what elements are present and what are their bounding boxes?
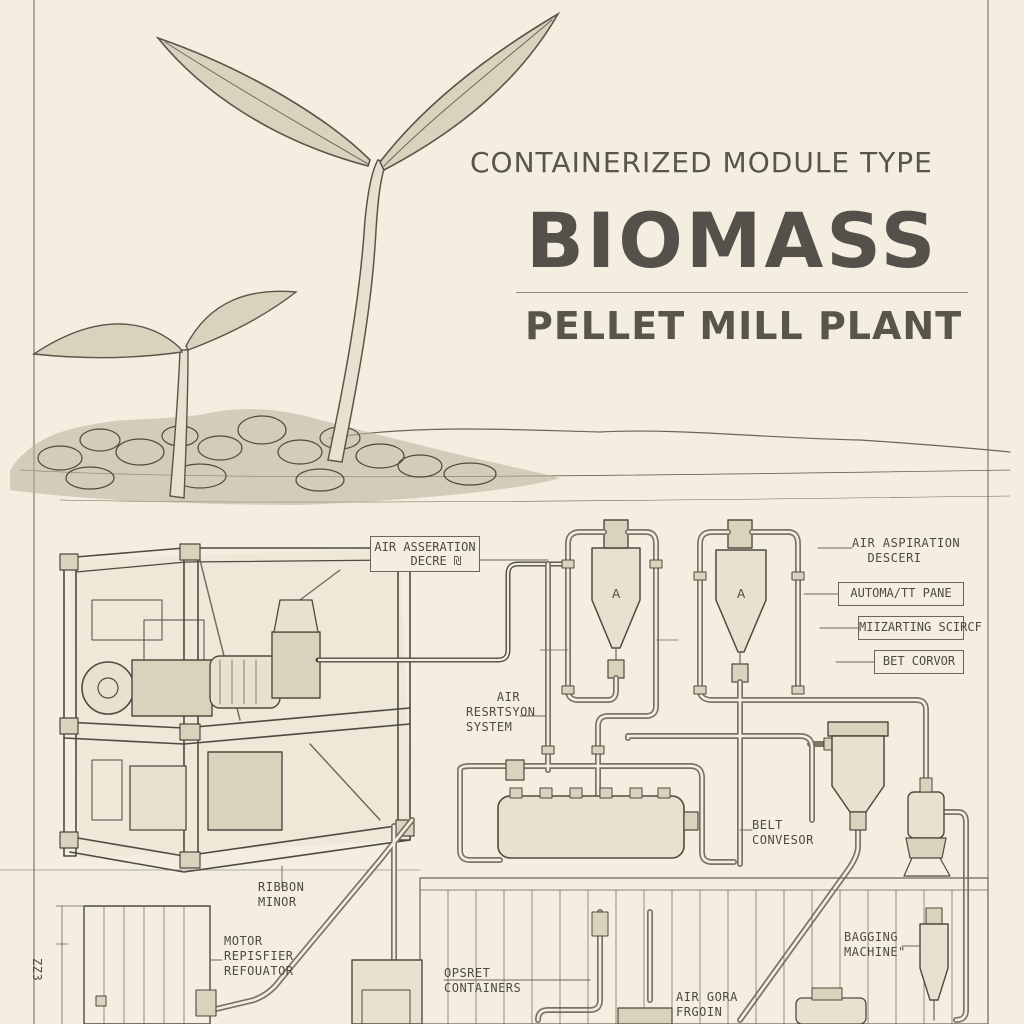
label-bagging-machine: BAGGING MACHINE" (844, 930, 906, 959)
label-air-aspiration: AIR ASPIRATION DESCERI (852, 536, 961, 565)
label-motor-refrigerator: MOTOR REPISFIER REFOUATOR (224, 934, 294, 978)
title-line-2: BIOMASS (526, 196, 939, 285)
title-line-3: PELLET MILL PLANT (525, 304, 963, 348)
title-divider (516, 292, 968, 293)
label-air-gora: AIR GORA FRGOIN (676, 990, 738, 1019)
small-seedling (32, 290, 298, 499)
pellet-mill-tank (497, 759, 699, 859)
cooler-tower (903, 777, 951, 877)
label-dimension: ZZ3 (30, 958, 44, 982)
cyclone-separator-2: A (715, 519, 767, 683)
pipe-network (209, 529, 969, 1023)
cyclone-mark-2: A (737, 587, 746, 601)
large-seedling (155, 11, 561, 463)
secondary-container (55, 905, 217, 1024)
pellet-hopper (827, 721, 889, 831)
title-line-1: CONTAINERIZED MODULE TYPE (470, 146, 933, 179)
label-air-system: AIR RESRTSYON SYSTEM (466, 690, 536, 734)
bagging-machine (919, 907, 949, 1021)
label-ribbon-minor: RIBBON MINOR (258, 880, 305, 909)
label-opsret-containers: OPSRET CONTAINERS (444, 966, 522, 995)
label-marting-screen: MIIZARTING SCIRCF (858, 616, 982, 640)
base-platform (419, 877, 989, 1024)
cyclone-separator-1: A (591, 519, 641, 679)
label-air-assertion: AIR ASSERATION DECRE ₪ (370, 536, 480, 572)
cyclone-mark-1: A (612, 587, 621, 601)
container-module (59, 543, 573, 873)
soil-mound (10, 408, 560, 505)
label-automatic-panel: AUTOMA/TT PANE (838, 582, 964, 606)
label-belt-conveyor: BELT CONVESOR (752, 818, 814, 847)
label-belt-conveyor-box: BET CORVOR (874, 650, 964, 674)
control-boxes (351, 911, 867, 1024)
leader-lines (209, 547, 921, 981)
page-frame (33, 0, 989, 1024)
